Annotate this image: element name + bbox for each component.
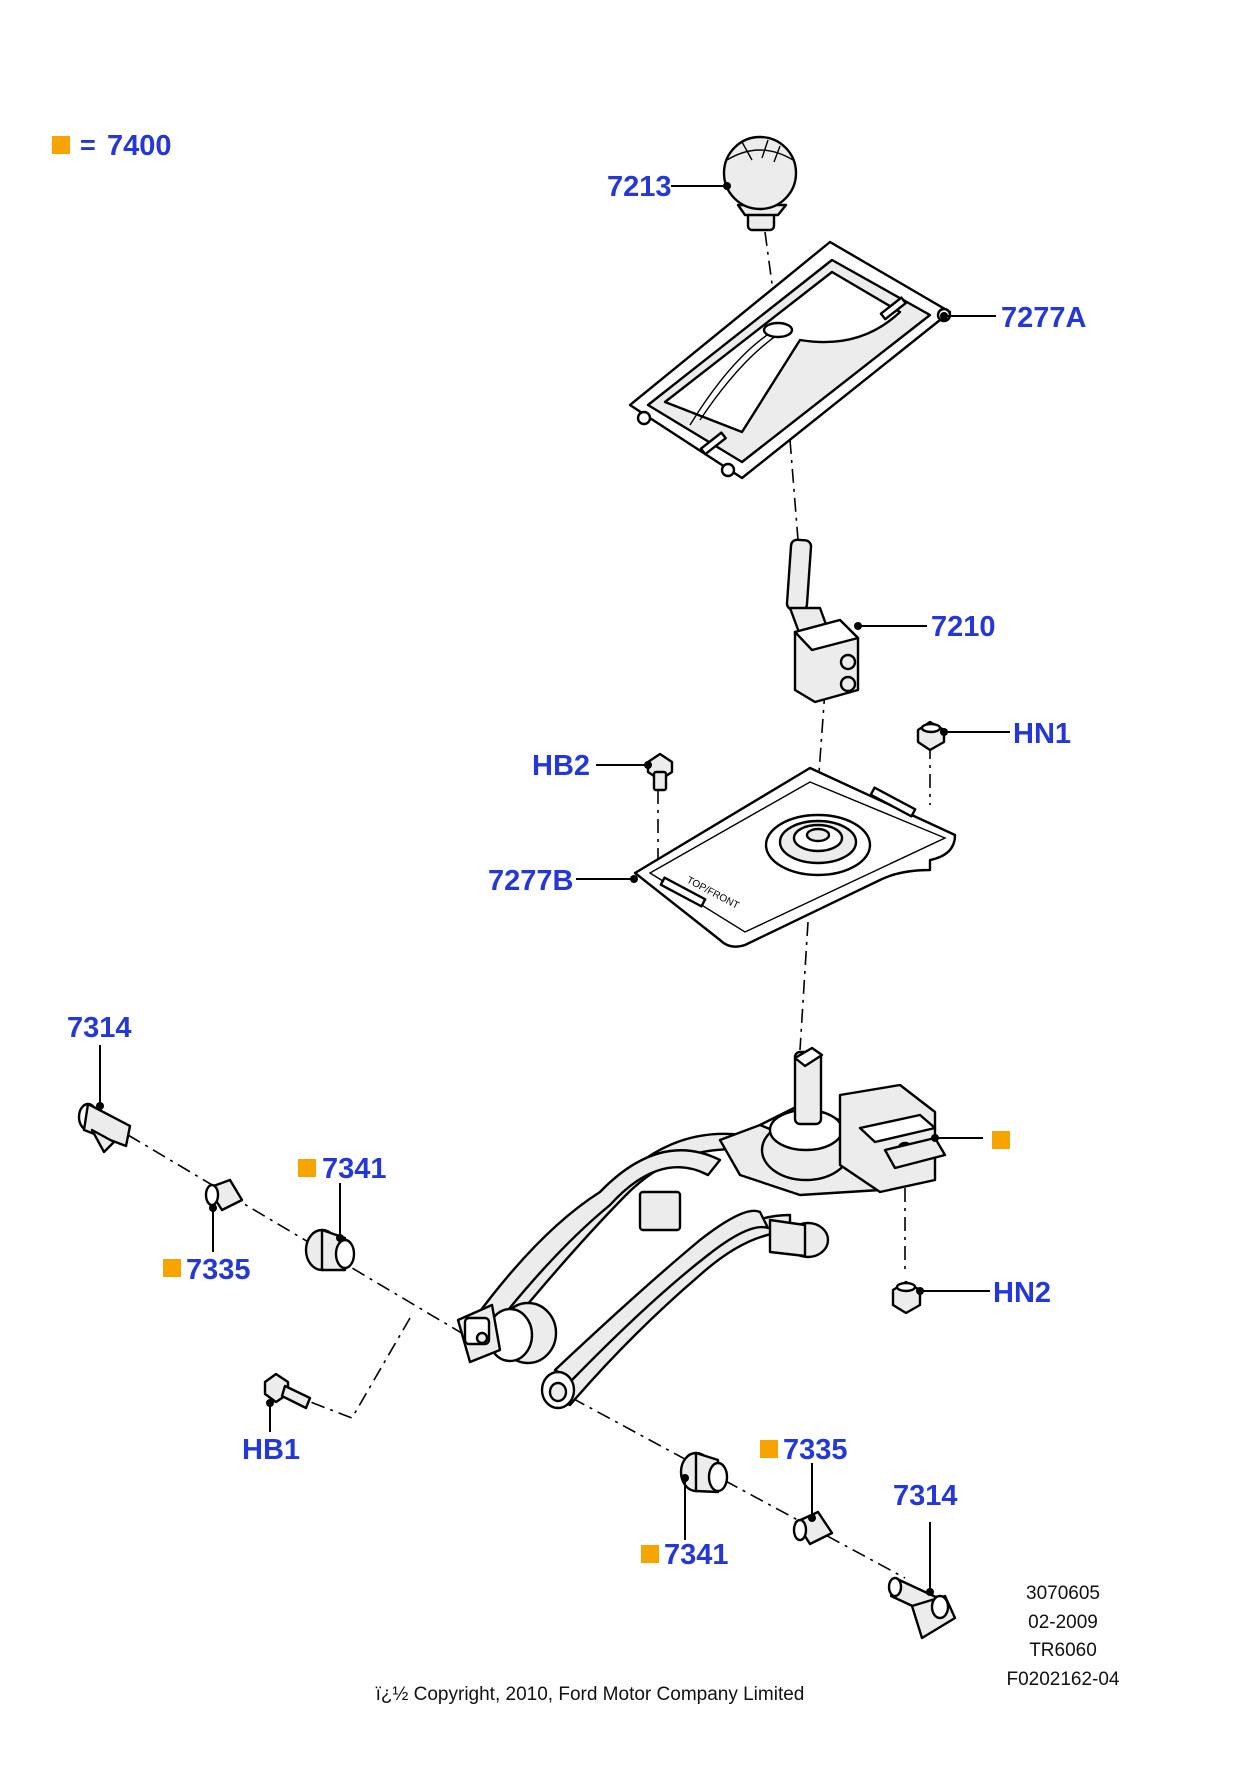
model: TR6060 [1029, 1640, 1097, 1661]
copyright: ï¿½ Copyright, 2010, Ford Motor Company … [376, 1684, 805, 1705]
shift-boot-upper-7277A [628, 240, 952, 480]
bushing-7341-left [304, 1228, 356, 1272]
shift-mechanism-7400 [456, 1046, 947, 1410]
callout-7314-left: 7314 [67, 1012, 132, 1044]
legend-marker [52, 136, 70, 154]
footer: 3070605 02-2009 TR6060 F0202162-04 ï¿½ C… [376, 1583, 1120, 1705]
figure-id: F0202162-04 [1006, 1669, 1119, 1690]
shift-boot-lower-7277B: TOP/FRONT [633, 766, 957, 948]
bushing-7341-right [679, 1451, 729, 1494]
callout-7335-left: 7335 [186, 1254, 251, 1286]
hex-bolt-HB1 [263, 1372, 312, 1410]
callout-HB1: HB1 [242, 1434, 300, 1466]
date: 02-2009 [1028, 1612, 1098, 1633]
callout-7341-right: 7341 [664, 1539, 729, 1571]
callout-HB2: HB2 [532, 750, 590, 782]
service-kit-markers [163, 1131, 1010, 1563]
callouts: 7213 7277A 7210 HN1 HB2 7277B 7314 7341 … [67, 171, 1087, 1571]
cable-end-7314-right [887, 1576, 957, 1640]
assembly-lines [127, 231, 931, 1579]
hex-nut-HN2 [891, 1280, 922, 1315]
marker-7341-right [641, 1545, 659, 1563]
leader-lines [96, 182, 1010, 1596]
marker-7335-left [163, 1259, 181, 1277]
marker-7335-right [760, 1440, 778, 1458]
callout-7213: 7213 [607, 171, 672, 203]
hex-bolt-HB2 [646, 752, 674, 792]
callout-7210: 7210 [931, 611, 996, 643]
callout-7314-right: 7314 [893, 1480, 958, 1512]
cable-end-7314-left [77, 1102, 132, 1154]
callout-7341-left: 7341 [322, 1153, 387, 1185]
hex-nut-HN1 [916, 720, 946, 752]
marker-7400-mechanism [992, 1131, 1010, 1149]
marker-7341-left [298, 1159, 316, 1177]
callout-7335-right: 7335 [783, 1434, 848, 1466]
legend-equals: = [80, 130, 96, 160]
ref-number: 3070605 [1026, 1583, 1100, 1604]
callout-HN1: HN1 [1013, 718, 1071, 750]
shift-lever-7210 [785, 538, 860, 704]
gear-knob-7213 [722, 135, 798, 232]
legend: = 7400 [52, 130, 172, 162]
callout-7277A: 7277A [1001, 302, 1087, 334]
callout-HN2: HN2 [993, 1277, 1051, 1309]
legend-code: 7400 [107, 130, 172, 162]
callout-7277B: 7277B [488, 865, 573, 897]
